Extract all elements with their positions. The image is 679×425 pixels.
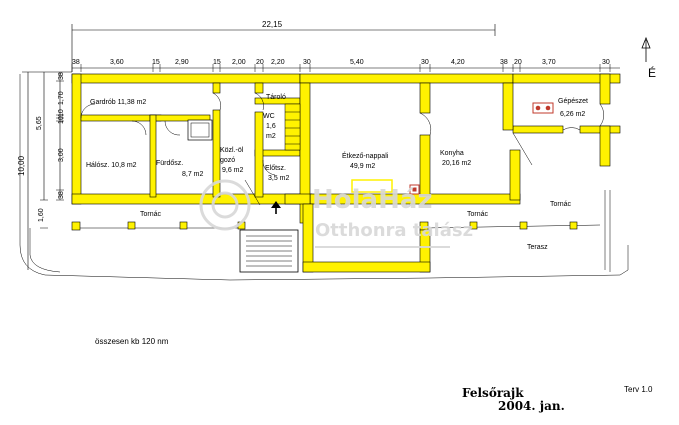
room-konyha-area: 20,16 m2 [442,160,471,167]
dim-top-3: 2,90 [175,59,189,66]
watermark: HolaHáz Otthonra talász [199,179,473,248]
dim-top-5: 2,00 [232,59,246,66]
overall-width-label: 22,15 [262,20,283,29]
dim-top-12: 38 [500,59,508,66]
dining-marker [351,179,393,193]
dim-left-4: 3,00 [58,148,65,162]
room-kozlekedo-area: 9,6 m2 [222,167,244,174]
dim-top-7: 2,20 [271,59,285,66]
dim-top-10: 30 [421,59,429,66]
dim-top-9: 5,40 [350,59,364,66]
title-date: 2004. jan. [498,399,565,413]
dim-top-4: 15 [213,59,221,66]
title-block: Felsőrajk 2004. jan. Terv 1.0 [462,385,653,413]
bathroom-fixtures [187,119,213,141]
title-version: Terv 1.0 [624,385,653,394]
room-labels: Gardrób 11,38 m2 Hálósz. 10,8 m2 Fürdősz… [86,94,588,251]
dim-left-5: 38 [58,191,65,199]
dim-top-14: 3,70 [542,59,556,66]
room-wc-area: 1,6 [266,123,276,130]
left-dimensions: 10,00 5,65 38 1,70 10 10 3,00 38 1,60 [17,71,72,270]
watermark-line1: HolaHáz [312,185,433,215]
room-gardrob: Gardrób 11,38 m2 [90,99,146,106]
dim-top-2: 15 [152,59,160,66]
left-inner-label: 5,65 [36,116,43,130]
entry-arrow-icon [271,201,281,214]
dim-left-0: 38 [58,72,65,80]
title-text: Felsőrajk [462,386,524,400]
room-konyha-name: Konyha [440,150,464,157]
dim-top-13: 20 [514,59,522,66]
dim-left-small: 1,60 [38,208,45,222]
left-outer-label: 10,00 [17,155,26,176]
room-terasz: Terasz [527,244,548,251]
room-wc-name: WC [263,113,275,120]
room-eloszoba-name: Előtsz. [265,165,286,172]
top-dimensions: 22,15 38 3,60 15 2,90 15 2,00 20 2,20 30… [71,20,620,72]
stove-icon [409,102,554,195]
room-furdoszoba-name: Fürdősz. [156,160,183,167]
dim-left-1: 1,70 [58,91,65,105]
room-haloszoba: Hálósz. 10,8 m2 [86,162,137,169]
compass-label: É [648,65,656,80]
room-tornac-right: Tornác [550,201,572,208]
room-eloszoba-area: 3,5 m2 [268,175,290,182]
dim-top-8: 30 [303,59,311,66]
room-tarolo: Tároló [266,94,286,101]
door-swings [80,92,604,206]
room-etkezo-name: Étkező-nappali [342,151,389,160]
north-arrow-icon: É [641,36,656,80]
room-gepeszet-name: Gépészet [558,98,588,105]
watermark-line2: Otthonra talász [315,220,473,241]
dim-top-11: 4,20 [451,59,465,66]
room-kozlekedo-name2: gozó [220,157,235,164]
dim-top-15: 30 [602,59,610,66]
total-area-note: összesen kb 120 nm [95,337,169,346]
room-etkezo-area: 49,9 m2 [350,163,375,170]
room-furdoszoba-area: 8,7 m2 [182,171,204,178]
walls [71,73,621,273]
dim-left-3: 10 [58,116,65,124]
dim-top-0: 38 [72,59,80,66]
dim-left-2: 10 [58,109,65,117]
room-gepeszet-area: 6,26 m2 [560,111,585,118]
dim-top-1: 3,60 [110,59,124,66]
room-tornac-mid: Tornác [467,211,489,218]
room-kozlekedo-name: Közl.-öl [220,147,244,154]
room-wc-unit: m2 [266,133,276,140]
storage-shelves [284,103,301,151]
room-tornac-left: Tornác [140,211,162,218]
staircase-icon [239,229,299,273]
dim-top-6: 20 [256,59,264,66]
